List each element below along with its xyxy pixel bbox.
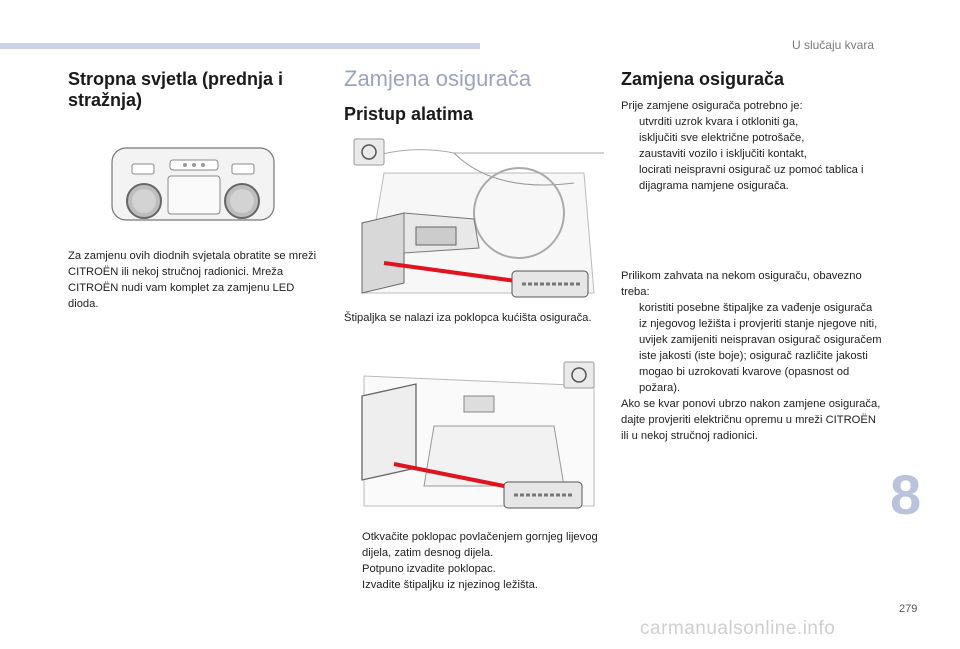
clip-location-caption: Štipaljka se nalazi iza poklopca kućišta… [344, 312, 592, 324]
fuse-footer-text: Ako se kvar ponovi ubrzo nakon zamjene o… [621, 398, 881, 442]
fuse-intro: Prije zamjene osigurača potrebno je: [621, 100, 803, 112]
list-item: utvrditi uzrok kvara i otkloniti ga, [639, 116, 799, 128]
left-column: Stropna svjetla (prednja i stražnja) [68, 69, 318, 111]
header-bar [0, 43, 480, 49]
fuse-box-access-illustration [344, 133, 606, 306]
ceiling-lights-text: Za zamjenu ovih diodnih svjetala obratit… [68, 250, 317, 310]
list-item: isključiti sve električne potrošače, [639, 132, 805, 144]
preparation-list: utvrditi uzrok kvara i otkloniti ga, isk… [621, 114, 883, 194]
tools-access-title: Pristup alatima [344, 104, 474, 124]
handling-list: koristiti posebne štipaljke za vađenje o… [621, 300, 883, 396]
removal-steps-list: Otkvačite poklopac povlačenjem gornjeg l… [344, 529, 606, 593]
ceiling-lights-title: Stropna svjetla (prednja i stražnja) [68, 69, 284, 110]
ceiling-light-illustration [111, 147, 275, 221]
list-item: Potpuno izvadite poklopac. [362, 563, 496, 575]
list-item: locirati neispravni osigurač uz pomoć ta… [639, 164, 864, 192]
chapter-title: U slučaju kvara [791, 38, 874, 52]
fuse-replacement-title: Zamjena osigurača [621, 69, 785, 89]
list-item: Izvadite štipaljku iz njezinog ležišta. [362, 579, 538, 591]
page-section-title: Zamjena osigurača [344, 66, 532, 91]
list-item: Otkvačite poklopac povlačenjem gornjeg l… [362, 531, 598, 559]
chapter-number: 8 [890, 463, 922, 526]
list-item: uvijek zamijeniti neispravan osigurač os… [639, 334, 882, 394]
fuse-intro-2: Prilikom zahvata na nekom osiguraču, oba… [621, 270, 862, 298]
watermark: carmanualsonline.info [640, 618, 836, 639]
list-item: zaustaviti vozilo i isključiti kontakt, [639, 148, 807, 160]
list-item: koristiti posebne štipaljke za vađenje o… [639, 302, 878, 330]
fuse-cover-illustration [344, 356, 606, 524]
page-number: 279 [899, 603, 918, 615]
